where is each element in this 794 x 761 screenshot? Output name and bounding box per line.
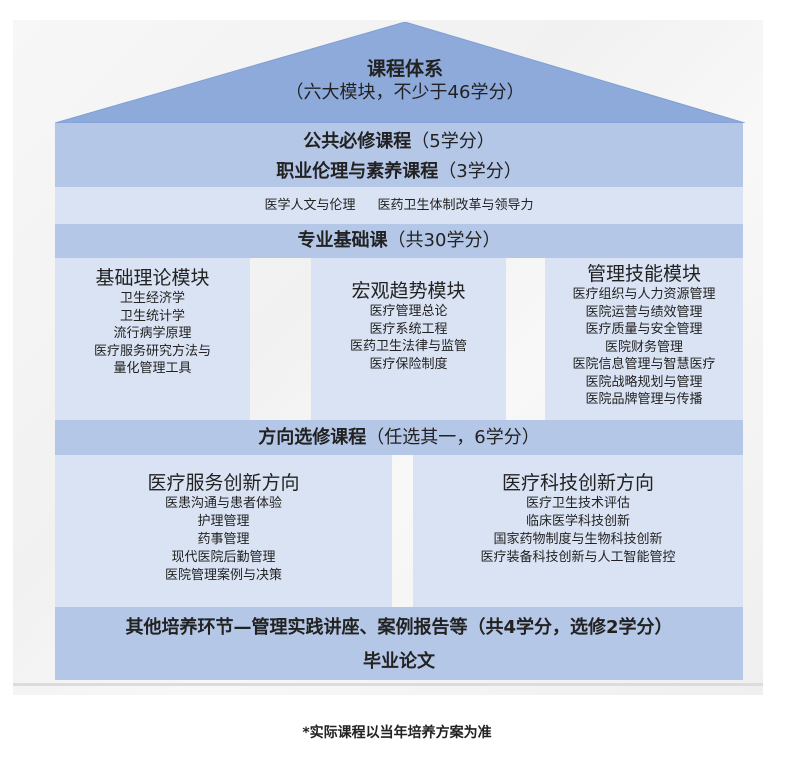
- module-title: 基础理论模块: [95, 267, 210, 289]
- course-item: 医疗管理总论: [369, 304, 448, 319]
- course-item: 医院信息管理与智慧医疗: [572, 357, 716, 372]
- foundation-title: 专业基础课: [297, 230, 388, 251]
- course-item: 医院品牌管理与传播: [585, 392, 703, 407]
- public-required-band: 公共必修课程（5学分） 职业伦理与素养课程（3学分）: [55, 123, 743, 187]
- roof-shape: [55, 22, 745, 123]
- curriculum-subtitle: （六大模块，不少于46学分）: [285, 82, 525, 103]
- other-training: 其他培养环节—管理实践讲座、案例报告等（共4学分，选修2学分）: [125, 617, 673, 638]
- elective-band: 方向选修课程（任选其一，6学分）: [55, 420, 743, 455]
- foundation-credits: （共30学分）: [387, 230, 501, 251]
- module-title: 宏观趋势模块: [351, 280, 466, 302]
- elective-title: 方向选修课程: [258, 427, 367, 448]
- course-item: 国家药物制度与生物科技创新: [493, 532, 663, 547]
- course-item: 医疗服务研究方法与: [93, 343, 211, 359]
- ethics-courses-row: 医学人文与伦理 医药卫生体制改革与领导力: [55, 187, 743, 224]
- course-item: 卫生统计学: [119, 308, 185, 324]
- course-item: 医药卫生法律与监管: [349, 339, 467, 354]
- course-item: 医疗卫生技术评估: [525, 496, 630, 511]
- course-item: 医疗组织与人力资源管理: [572, 287, 716, 302]
- course-item: 医疗装备科技创新与人工智能管控: [480, 550, 676, 565]
- course: 医药卫生体制改革与领导力: [377, 198, 534, 213]
- direction-title: 医疗服务创新方向: [147, 472, 300, 494]
- course-item: 医疗质量与安全管理: [585, 322, 703, 337]
- course-item: 医疗保险制度: [369, 356, 448, 372]
- module-basic-theory: 基础理论模块 卫生经济学卫生统计学流行病学原理医疗服务研究方法与量化管理工具: [55, 258, 250, 420]
- course-item: 现代医院后勤管理: [171, 550, 276, 565]
- course-item: 医院管理案例与决策: [164, 568, 282, 583]
- ethics-title: 职业伦理与素养课程: [276, 161, 439, 182]
- direction-title: 医疗科技创新方向: [501, 472, 654, 494]
- module-title: 管理技能模块: [586, 263, 701, 285]
- elective-credits: （任选其一，6学分）: [366, 427, 540, 448]
- thesis: 毕业论文: [363, 651, 435, 672]
- module-macro-trends: 宏观趋势模块 医疗管理总论医疗系统工程医药卫生法律与监管医疗保险制度: [311, 258, 506, 420]
- course-item: 医院战略规划与管理: [585, 374, 703, 390]
- roof-text: 课程体系 （六大模块，不少于46学分）: [55, 57, 755, 105]
- foundation-band: 专业基础课（共30学分）: [55, 224, 743, 258]
- public-required-title: 公共必修课程: [303, 131, 412, 152]
- course-item: 医院运营与绩效管理: [585, 304, 703, 320]
- course-item: 护理管理: [197, 514, 250, 529]
- module-management-skills: 管理技能模块 医疗组织与人力资源管理医院运营与绩效管理医疗质量与安全管理医院财务…: [545, 258, 743, 420]
- course-item: 药事管理: [197, 532, 250, 547]
- course-item: 医患沟通与患者体验: [164, 496, 282, 511]
- ethics-credits: （3学分）: [438, 161, 522, 182]
- course-item: 医疗系统工程: [369, 321, 448, 337]
- course-item: 医院财务管理: [604, 339, 683, 355]
- footnote: *实际课程以当年培养方案为准: [302, 725, 492, 741]
- public-required-credits: （5学分）: [411, 131, 495, 152]
- divider: [13, 683, 763, 686]
- curriculum-title: 课程体系: [366, 58, 443, 80]
- direction-tech-innovation: 医疗科技创新方向 医疗卫生技术评估临床医学科技创新国家药物制度与生物科技创新医疗…: [413, 455, 743, 607]
- other-band: 其他培养环节—管理实践讲座、案例报告等（共4学分，选修2学分） 毕业论文: [55, 607, 743, 680]
- course-item: 流行病学原理: [113, 326, 192, 341]
- course-item: 卫生经济学: [119, 291, 185, 306]
- direction-service-innovation: 医疗服务创新方向 医患沟通与患者体验护理管理药事管理现代医院后勤管理医院管理案例…: [55, 455, 392, 607]
- course-item: 临床医学科技创新: [525, 514, 630, 529]
- course: 医学人文与伦理: [264, 198, 356, 213]
- course-item: 量化管理工具: [113, 361, 192, 376]
